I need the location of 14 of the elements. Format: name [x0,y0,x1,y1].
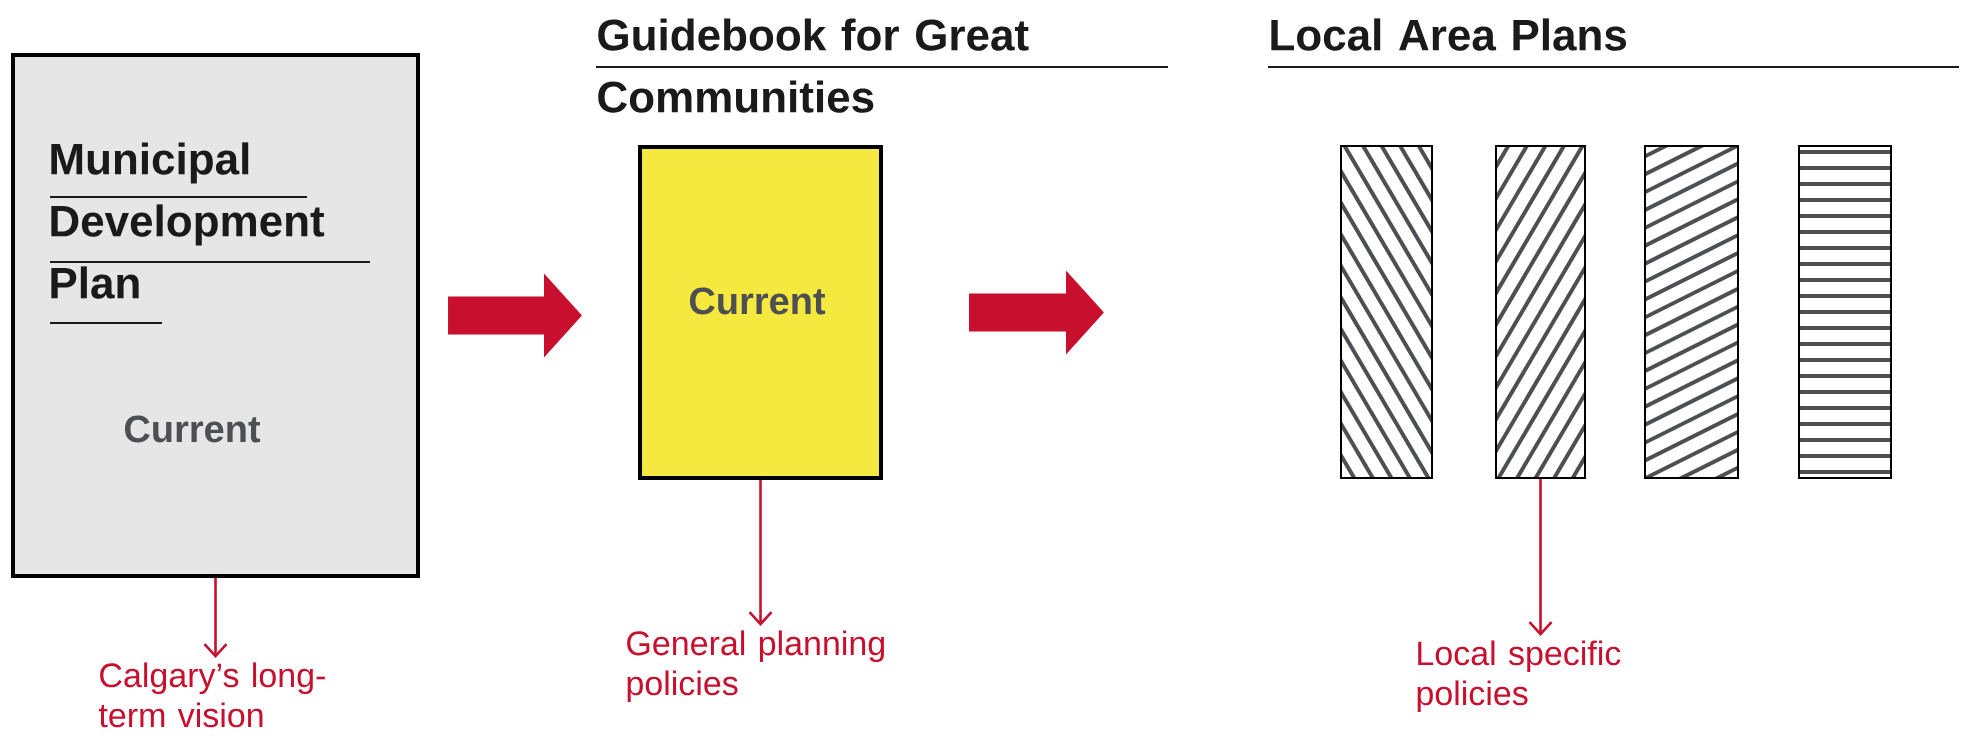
leader-arrow [748,480,773,626]
caption-text: General planning policies [627,630,884,703]
document-title: Municipal Development Plan [49,142,371,324]
caption-text: Calgary’s long-term vision [98,662,325,728]
hatched-bar [1644,145,1739,479]
leader-arrow [1528,479,1553,636]
status-label: Current [689,287,826,315]
status-label: Current [124,415,261,443]
hatched-bar [1798,145,1892,479]
caption-text: Local specific policies [1417,640,1621,713]
leader-arrow [203,578,228,658]
document-box [11,53,420,578]
section-heading: Guidebook for Great Communities [598,18,1029,113]
section-heading: Local Area Plans [1271,18,1627,51]
